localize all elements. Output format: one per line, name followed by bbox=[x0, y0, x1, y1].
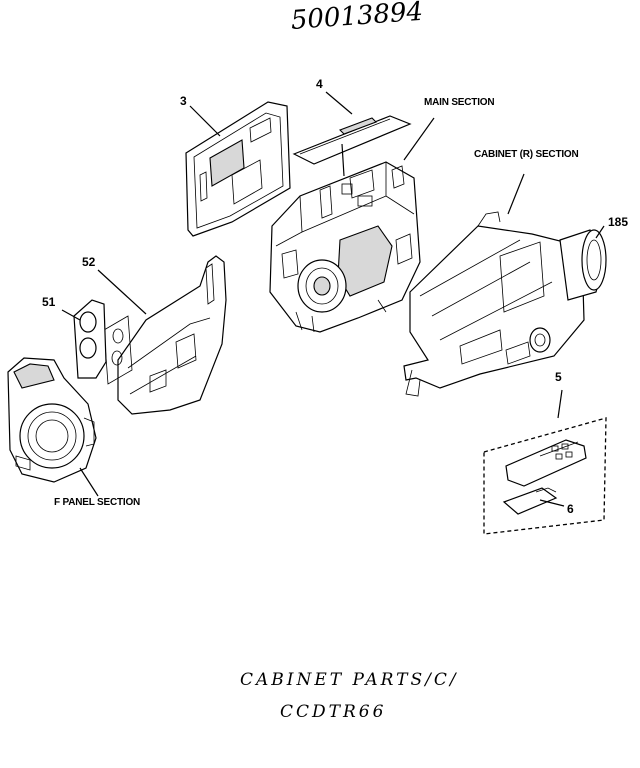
part-5-remote-kit bbox=[483, 417, 607, 535]
footer-title-line-1: CABINET PARTS/C/ bbox=[240, 670, 459, 690]
callout-part-6: 6 bbox=[567, 502, 574, 516]
main-section-body bbox=[269, 161, 421, 333]
callout-part-52: 52 bbox=[82, 255, 96, 269]
main-section-label: MAIN SECTION bbox=[424, 97, 495, 108]
callout-part-5: 5 bbox=[555, 370, 562, 384]
cabinet-r-section-body bbox=[403, 211, 607, 397]
callout-part-51: 51 bbox=[42, 295, 56, 309]
f-panel-section-label: F PANEL SECTION bbox=[54, 497, 141, 508]
part-52-frame-bracket bbox=[103, 255, 227, 415]
leader-lines bbox=[61, 91, 605, 507]
part-4-cover-strip bbox=[292, 115, 412, 165]
part-3-side-plate bbox=[185, 101, 291, 237]
footer-title-line-2: CCDTR66 bbox=[280, 702, 387, 722]
part-51-small-plate bbox=[73, 299, 107, 379]
callout-part-3: 3 bbox=[180, 94, 187, 108]
callout-part-185: 185 bbox=[608, 215, 629, 229]
cabinet-r-section-label: CABINET (R) SECTION bbox=[474, 149, 579, 160]
f-panel-section-body bbox=[7, 357, 97, 483]
callout-part-4: 4 bbox=[316, 77, 323, 91]
